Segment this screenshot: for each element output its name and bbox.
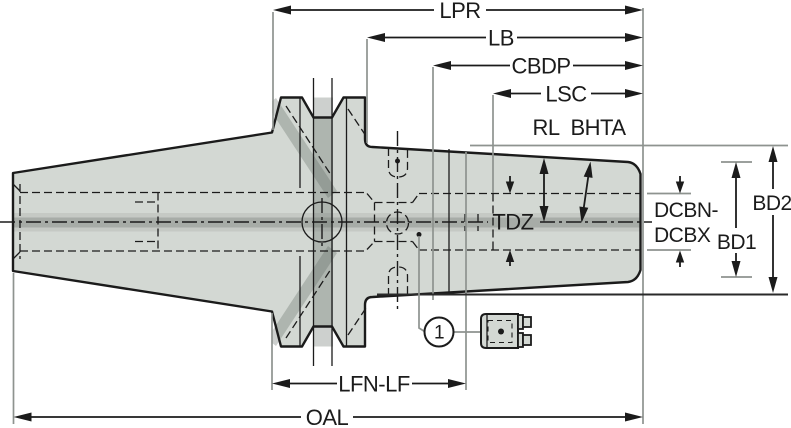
label-rl: RL bbox=[532, 115, 559, 140]
label-bd2: BD2 bbox=[752, 192, 791, 215]
coolant-adapter-dot bbox=[498, 328, 504, 335]
coolant-passage-hidden-top bbox=[285, 105, 332, 176]
label-dcbn: DCBN- bbox=[654, 199, 719, 222]
label-lb: LB bbox=[488, 26, 514, 51]
label-cbdp: CBDP bbox=[511, 54, 570, 79]
tool-holder-body bbox=[0, 78, 652, 366]
bore-chamfer-left-top bbox=[366, 193, 375, 203]
label-oal: OAL bbox=[306, 405, 349, 428]
callout-1-number: 1 bbox=[434, 323, 444, 344]
callout-anchor-dot bbox=[416, 232, 422, 237]
bore-chamfer-right-bottom bbox=[411, 241, 420, 251]
label-lfn-lf: LFN-LF bbox=[338, 372, 410, 397]
coolant-passage-hidden-rim-bottom bbox=[347, 307, 367, 336]
dimension-lines bbox=[13, 5, 778, 422]
coolant-passage-hidden-bottom bbox=[285, 268, 332, 339]
flange-diagonal-band-top bbox=[272, 98, 337, 198]
flange-diagonal-band-bottom bbox=[272, 246, 337, 346]
dimension-labels: LPR LB CBDP LSC RL BHTA TDZ DCBN- DCBX B… bbox=[306, 0, 791, 428]
callout-1: 1 bbox=[423, 316, 455, 348]
coolant-adapter-part bbox=[480, 313, 532, 349]
bore-chamfer-right-top bbox=[411, 193, 420, 203]
coolant-adapter-hidden bbox=[487, 319, 513, 344]
label-bd1: BD1 bbox=[717, 231, 756, 254]
tool-holder-outline bbox=[11, 96, 642, 348]
label-lpr: LPR bbox=[439, 0, 480, 23]
label-tdz: TDZ bbox=[492, 210, 533, 235]
label-dcbx: DCBX bbox=[654, 224, 711, 247]
coolant-entry-dot bbox=[395, 158, 400, 164]
label-bhta: BHTA bbox=[570, 115, 626, 140]
coolant-passage-hidden-rim bbox=[347, 108, 367, 137]
bore-chamfer-left-bottom bbox=[366, 241, 375, 250]
label-lsc: LSC bbox=[545, 82, 587, 107]
